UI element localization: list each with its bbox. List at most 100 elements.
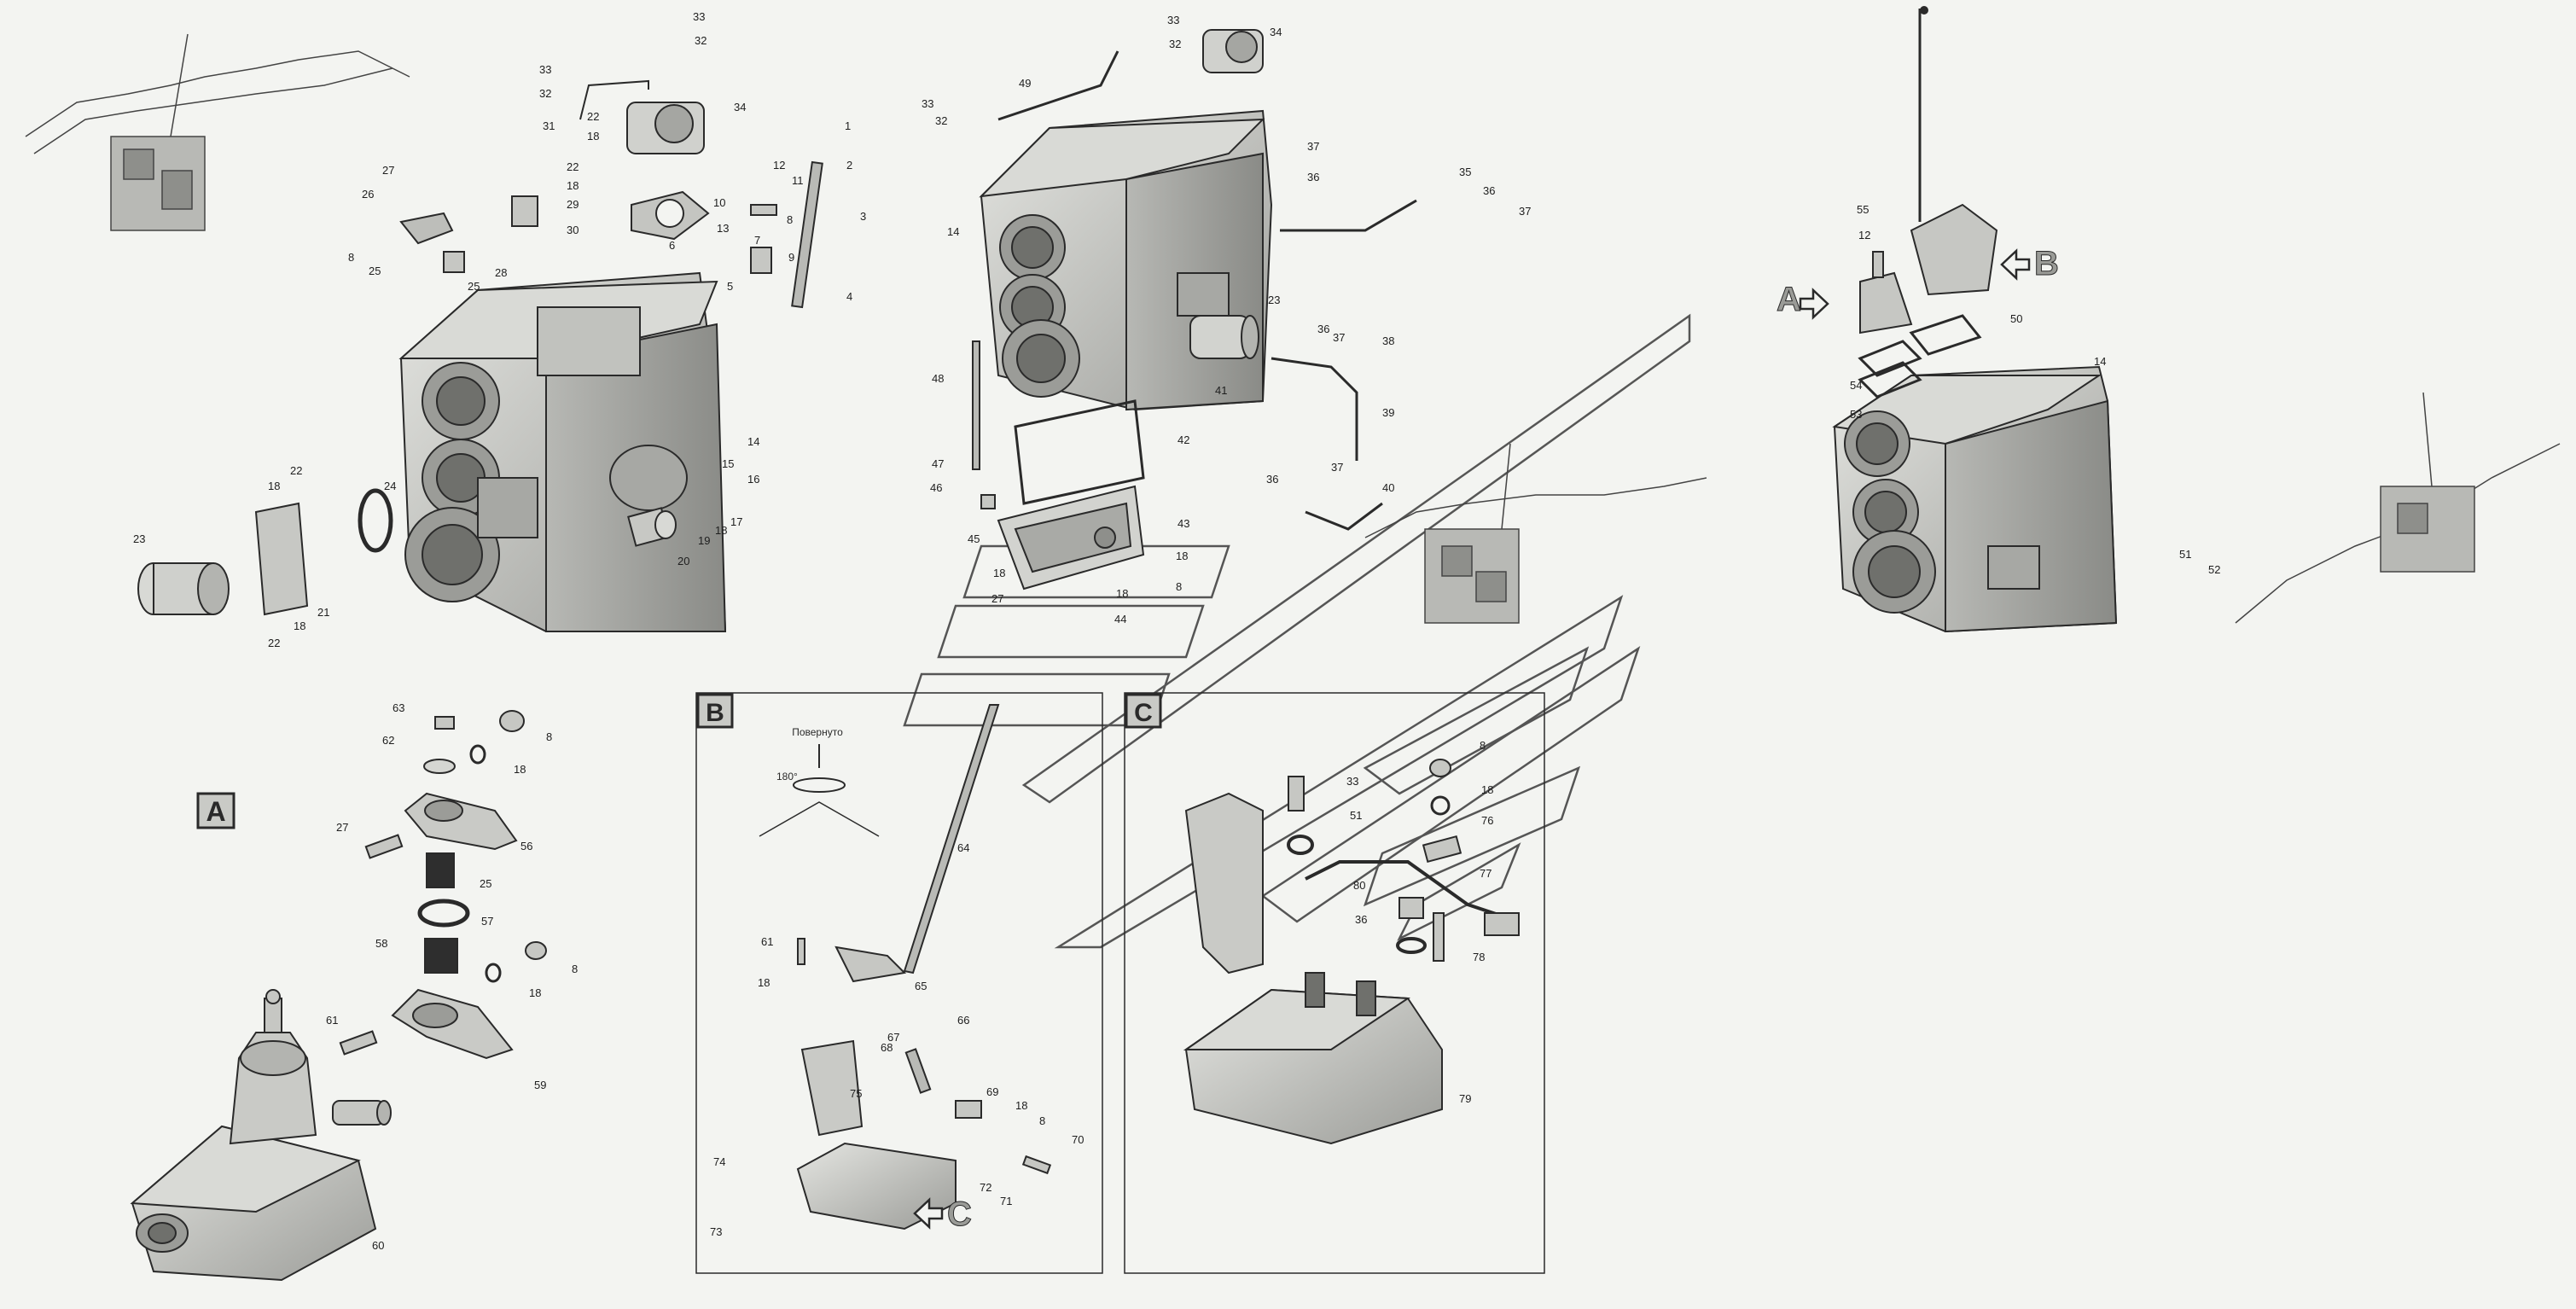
callout-number: 3 — [860, 210, 866, 223]
view-b-detail — [759, 704, 1052, 1230]
callout-number: 8 — [787, 213, 793, 226]
callout-number: 22 — [587, 110, 599, 123]
callout-number: 48 — [932, 372, 944, 385]
callout-number: 18 — [1015, 1099, 1027, 1112]
callout-number: 36 — [1355, 913, 1367, 926]
callout-number: 23 — [133, 532, 145, 545]
callout-number: 62 — [382, 734, 394, 747]
callout-number: 26 — [362, 188, 374, 201]
callout-number: 31 — [543, 119, 555, 132]
callout-number: 76 — [1481, 814, 1493, 827]
callout-number: 45 — [968, 532, 980, 545]
callout-number: 18 — [993, 567, 1005, 579]
callout-number: 21 — [317, 606, 329, 619]
callout-number: 69 — [986, 1085, 998, 1098]
callout-number: 18 — [1116, 587, 1128, 600]
callout-number: 36 — [1483, 184, 1495, 197]
callout-number: 24 — [384, 480, 396, 492]
callout-number: 61 — [761, 935, 773, 948]
callout-number: 25 — [480, 877, 491, 890]
callout-number: 27 — [336, 821, 348, 834]
callout-number: 50 — [2010, 312, 2022, 325]
callout-number: 41 — [1215, 384, 1227, 397]
callout-number: 32 — [1169, 38, 1181, 50]
callout-number: 8 — [1176, 580, 1182, 593]
parts-topleft — [399, 79, 823, 309]
callout-number: 43 — [1178, 517, 1189, 530]
callout-number: 33 — [922, 97, 933, 110]
arrow-left-icon — [913, 1197, 944, 1230]
callout-number: 36 — [1317, 323, 1329, 335]
arrow-view-c-letter: C — [947, 1196, 972, 1233]
watermark-logo — [903, 313, 1691, 949]
callout-number: 17 — [730, 515, 742, 528]
view-label-a: A — [196, 792, 236, 829]
callout-number: 18 — [268, 480, 280, 492]
arrow-view-b-letter: B — [2034, 245, 2059, 282]
view-a-detail — [130, 710, 547, 1282]
callout-number: 55 — [1857, 203, 1869, 216]
arrow-view-a: A — [1776, 281, 1829, 320]
callout-number: 9 — [788, 251, 794, 264]
callout-number: 75 — [850, 1087, 862, 1100]
callout-number: 1 — [845, 119, 851, 132]
callout-number: 54 — [1850, 379, 1862, 392]
callout-number: 33 — [693, 10, 705, 23]
callout-number: 32 — [539, 87, 551, 100]
callout-number: 68 — [881, 1041, 893, 1054]
callout-number: 19 — [698, 534, 710, 547]
callout-number: 34 — [734, 101, 746, 113]
pan-and-gaskets-center — [980, 399, 1145, 591]
callout-number: 18 — [587, 130, 599, 143]
callout-number: 57 — [481, 915, 493, 928]
callout-number: 14 — [947, 225, 959, 238]
callout-number: 28 — [495, 266, 507, 279]
rotation-angle: 180° — [776, 771, 798, 782]
arrow-right-icon — [1799, 288, 1829, 320]
callout-number: 20 — [677, 555, 689, 567]
callout-number: 25 — [369, 265, 381, 277]
callout-labels: 3332333231221834121211221829302726825252… — [133, 10, 2220, 1252]
callout-number: 38 — [1382, 335, 1394, 347]
callout-number: 40 — [1382, 481, 1394, 494]
rotation-note: Повернуто — [792, 726, 843, 738]
callout-number: 33 — [1167, 14, 1179, 26]
callout-number: 51 — [1350, 809, 1362, 822]
callout-number: 33 — [539, 63, 551, 76]
callout-number: 42 — [1178, 433, 1189, 446]
view-label-c-text: C — [1134, 699, 1153, 727]
view-label-a-text: A — [206, 796, 225, 827]
callout-number: 18 — [294, 620, 305, 632]
parts-left-side — [137, 488, 677, 616]
callout-number: 13 — [717, 222, 729, 235]
callout-number: 22 — [268, 637, 280, 649]
callout-number: 74 — [713, 1155, 725, 1168]
callout-number: 18 — [715, 524, 727, 537]
callout-number: 49 — [1019, 77, 1031, 90]
callout-number: 34 — [1270, 26, 1282, 38]
callout-number: 39 — [1382, 406, 1394, 419]
callout-number: 12 — [773, 159, 785, 172]
view-label-c: C — [1125, 693, 1162, 729]
callout-number: 66 — [957, 1014, 969, 1027]
callout-number: 18 — [514, 763, 526, 776]
callout-number: 2 — [846, 159, 852, 172]
callout-number: 18 — [567, 179, 579, 192]
callout-number: 8 — [1039, 1114, 1045, 1127]
callout-number: 65 — [915, 980, 927, 992]
callout-number: 56 — [520, 840, 532, 852]
callout-number: 71 — [1000, 1195, 1012, 1207]
thumbnail-assembly-topleft — [25, 33, 410, 231]
callout-number: 32 — [935, 114, 947, 127]
callout-number: 18 — [1481, 783, 1493, 796]
callout-number: 58 — [375, 937, 387, 950]
callout-number: 18 — [529, 986, 541, 999]
callout-number: 25 — [468, 280, 480, 293]
callout-number: 8 — [348, 251, 354, 264]
thumbnail-assembly-right — [2235, 392, 2561, 624]
callout-number: 10 — [713, 196, 725, 209]
callout-number: 14 — [2094, 355, 2106, 368]
callout-number: 5 — [727, 280, 733, 293]
callout-number: 37 — [1307, 140, 1319, 153]
